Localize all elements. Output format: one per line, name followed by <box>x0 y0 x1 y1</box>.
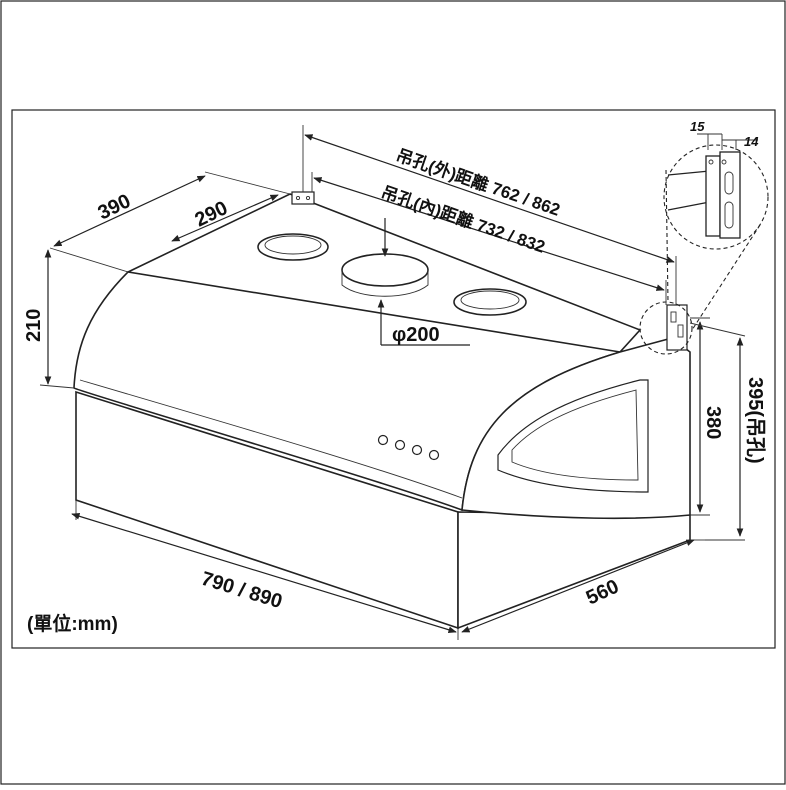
control-button <box>428 449 440 461</box>
label-height-hang: 395(吊孔) <box>744 377 767 464</box>
duct-right <box>453 288 527 316</box>
bracket-right <box>666 304 688 351</box>
label-depth-top: 390 <box>95 190 135 224</box>
detail-label-14: 14 <box>744 134 759 149</box>
label-height-left: 210 <box>23 309 45 342</box>
control-button <box>394 439 406 451</box>
bracket-left <box>291 191 315 205</box>
bracket-detail: 15 14 <box>639 119 769 355</box>
control-button <box>411 444 423 456</box>
unit-label: (單位:mm) <box>27 612 118 635</box>
control-button <box>377 434 389 446</box>
label-depth-bottom: 560 <box>583 575 623 609</box>
label-height-right: 380 <box>702 406 724 439</box>
inner-border <box>11 109 776 649</box>
label-width: 790 / 890 <box>199 568 285 613</box>
duct-left <box>257 233 329 261</box>
dimension-lines <box>39 125 746 640</box>
duct-center <box>341 253 429 287</box>
detail-label-15: 15 <box>690 119 705 134</box>
label-diameter: φ200 <box>392 324 440 346</box>
range-hood <box>73 191 691 630</box>
